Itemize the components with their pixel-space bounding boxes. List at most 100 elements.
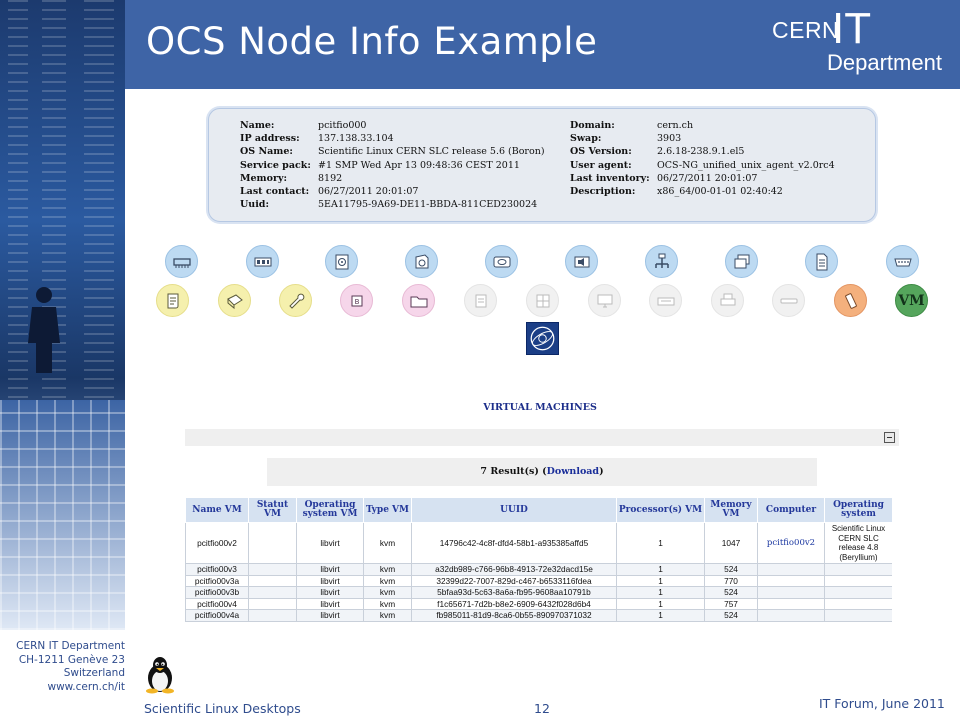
server-rack	[84, 0, 114, 420]
operator-silhouette	[28, 287, 60, 373]
table-row: pcitfio00v4 libvirt kvm f1c65671-7d2b-b8…	[185, 597, 892, 610]
info-value: x86_64/00-01-01 02:40:42	[657, 185, 783, 197]
col-uuid[interactable]: UUID	[411, 497, 617, 523]
folder-icon[interactable]	[402, 284, 435, 317]
svg-text:B: B	[354, 298, 359, 306]
drive-icon[interactable]	[405, 245, 438, 278]
col-name-vm[interactable]: Name VM	[185, 497, 249, 523]
windows-icon[interactable]	[725, 245, 758, 278]
network-icon[interactable]	[645, 245, 678, 278]
cell-name: pcitfio00v3b	[185, 586, 249, 599]
cell-status	[248, 586, 297, 599]
monitor-icon[interactable]	[588, 284, 621, 317]
printer-icon[interactable]	[711, 284, 744, 317]
hardware-icon-row	[160, 245, 950, 281]
tux-penguin-icon	[146, 657, 174, 694]
info-value: cern.ch	[657, 120, 694, 131]
cell-operating-system	[824, 586, 892, 599]
info-row: Memory: 8192	[240, 173, 545, 186]
info-label: OS Version:	[570, 146, 632, 158]
col-memory-vm[interactable]: Memory VM	[704, 497, 758, 523]
col-operating-system[interactable]: Operating system	[824, 497, 892, 523]
cell-computer-link[interactable]	[757, 563, 825, 576]
cell-computer-link[interactable]: pcitfio00v2	[757, 522, 825, 564]
col-os-vm[interactable]: Operating system VM	[296, 497, 364, 523]
scroll-icon[interactable]	[156, 284, 189, 317]
sound-icon[interactable]	[565, 245, 598, 278]
info-row: IP address:137.138.33.104	[240, 133, 545, 146]
footer-presentation-title: Scientific Linux Desktops	[144, 701, 301, 716]
info-value: 8192	[318, 172, 343, 184]
info-label: User agent:	[570, 159, 632, 171]
cell-operating-system	[824, 609, 892, 622]
cell-type: kvm	[363, 563, 412, 576]
cell-memory: 524	[704, 609, 758, 622]
node-info-panel: Name:pcitfio000 IP address:137.138.33.10…	[208, 108, 876, 222]
server-rack	[8, 0, 28, 420]
info-value: 06/27/2011 20:01:07	[318, 185, 419, 197]
cell-computer-link[interactable]	[757, 574, 825, 587]
storage-icon[interactable]	[325, 245, 358, 278]
phone-icon[interactable]	[834, 284, 867, 317]
registry-icon[interactable]	[464, 284, 497, 317]
display-icon[interactable]	[485, 245, 518, 278]
info-row: Last contact:06/27/2011 20:01:07	[240, 186, 545, 199]
cell-status	[248, 522, 297, 564]
vm-icon[interactable]: VM	[895, 284, 928, 317]
result-suffix: )	[599, 466, 604, 477]
cell-status	[248, 563, 297, 576]
footer-event: IT Forum, June 2011	[819, 696, 945, 711]
slot-icon[interactable]	[772, 284, 805, 317]
table-row: pcitfio00v3b libvirt kvm 5bfaa93d-5c63-8…	[185, 586, 892, 599]
cell-os-vm: libvirt	[296, 597, 364, 610]
bios-chip-icon[interactable]: B	[340, 284, 373, 317]
wrench-icon[interactable]	[279, 284, 312, 317]
info-value: 5EA11795-9A69-DE11-BBDA-811CED230024	[318, 199, 538, 211]
keyboard-icon[interactable]	[649, 284, 682, 317]
cern-it-logo: CERN IT Department	[772, 4, 952, 76]
info-value: 06/27/2011 20:01:07	[657, 172, 758, 184]
ram-slot-icon[interactable]	[246, 245, 279, 278]
cell-name: pcitfio00v3a	[185, 574, 249, 587]
logo-cern: CERN	[772, 17, 840, 43]
info-label: Last inventory:	[570, 172, 650, 184]
cell-computer-link[interactable]	[757, 609, 825, 622]
cell-status	[248, 609, 297, 622]
cell-memory: 524	[704, 563, 758, 576]
software-icon[interactable]	[218, 284, 251, 317]
download-link[interactable]: Download	[546, 466, 600, 477]
controller-icon[interactable]	[526, 284, 559, 317]
info-row: Name:pcitfio000	[240, 120, 545, 133]
vm-table-container: Name VM Statut VM Operating system VM Ty…	[185, 497, 892, 630]
info-value: pcitfio000	[318, 120, 367, 131]
logo-department: Department	[827, 50, 942, 75]
cell-operating-system	[824, 563, 892, 576]
info-value: #1 SMP Wed Apr 13 09:48:36 CEST 2011	[318, 159, 520, 171]
logo-it: IT	[832, 4, 872, 53]
cell-uuid: 32399d22-7007-829d-c467-b6533116fdea	[411, 574, 617, 587]
col-processors-vm[interactable]: Processor(s) VM	[616, 497, 705, 523]
memory-icon[interactable]	[165, 245, 198, 278]
footer-page-number: 12	[534, 701, 550, 716]
cell-computer-link[interactable]	[757, 586, 825, 599]
info-label: Uuid:	[240, 199, 269, 211]
vm-section-heading: VIRTUAL MACHINES	[483, 402, 597, 413]
document-icon[interactable]	[805, 245, 838, 278]
cell-operating-system: Scientific Linux CERN SLC release 4.8 (B…	[824, 522, 892, 564]
collapse-icon[interactable]	[884, 432, 895, 443]
address-line: CH-1211 Genève 23	[18, 653, 125, 666]
cell-processors: 1	[616, 563, 705, 576]
info-value: 137.138.33.104	[318, 133, 394, 145]
cern-address: CERN IT Department CH-1211 Genève 23 Swi…	[0, 640, 125, 694]
info-label: Memory:	[240, 172, 287, 184]
cell-os-vm: libvirt	[296, 609, 364, 622]
col-statut-vm[interactable]: Statut VM	[248, 497, 297, 523]
port-icon[interactable]	[886, 245, 919, 278]
cell-os-vm: libvirt	[296, 563, 364, 576]
cell-operating-system	[824, 597, 892, 610]
col-type-vm[interactable]: Type VM	[363, 497, 412, 523]
vm-icon-label: VM	[898, 292, 925, 309]
cell-type: kvm	[363, 522, 412, 564]
col-computer[interactable]: Computer	[757, 497, 825, 523]
cell-computer-link[interactable]	[757, 597, 825, 610]
